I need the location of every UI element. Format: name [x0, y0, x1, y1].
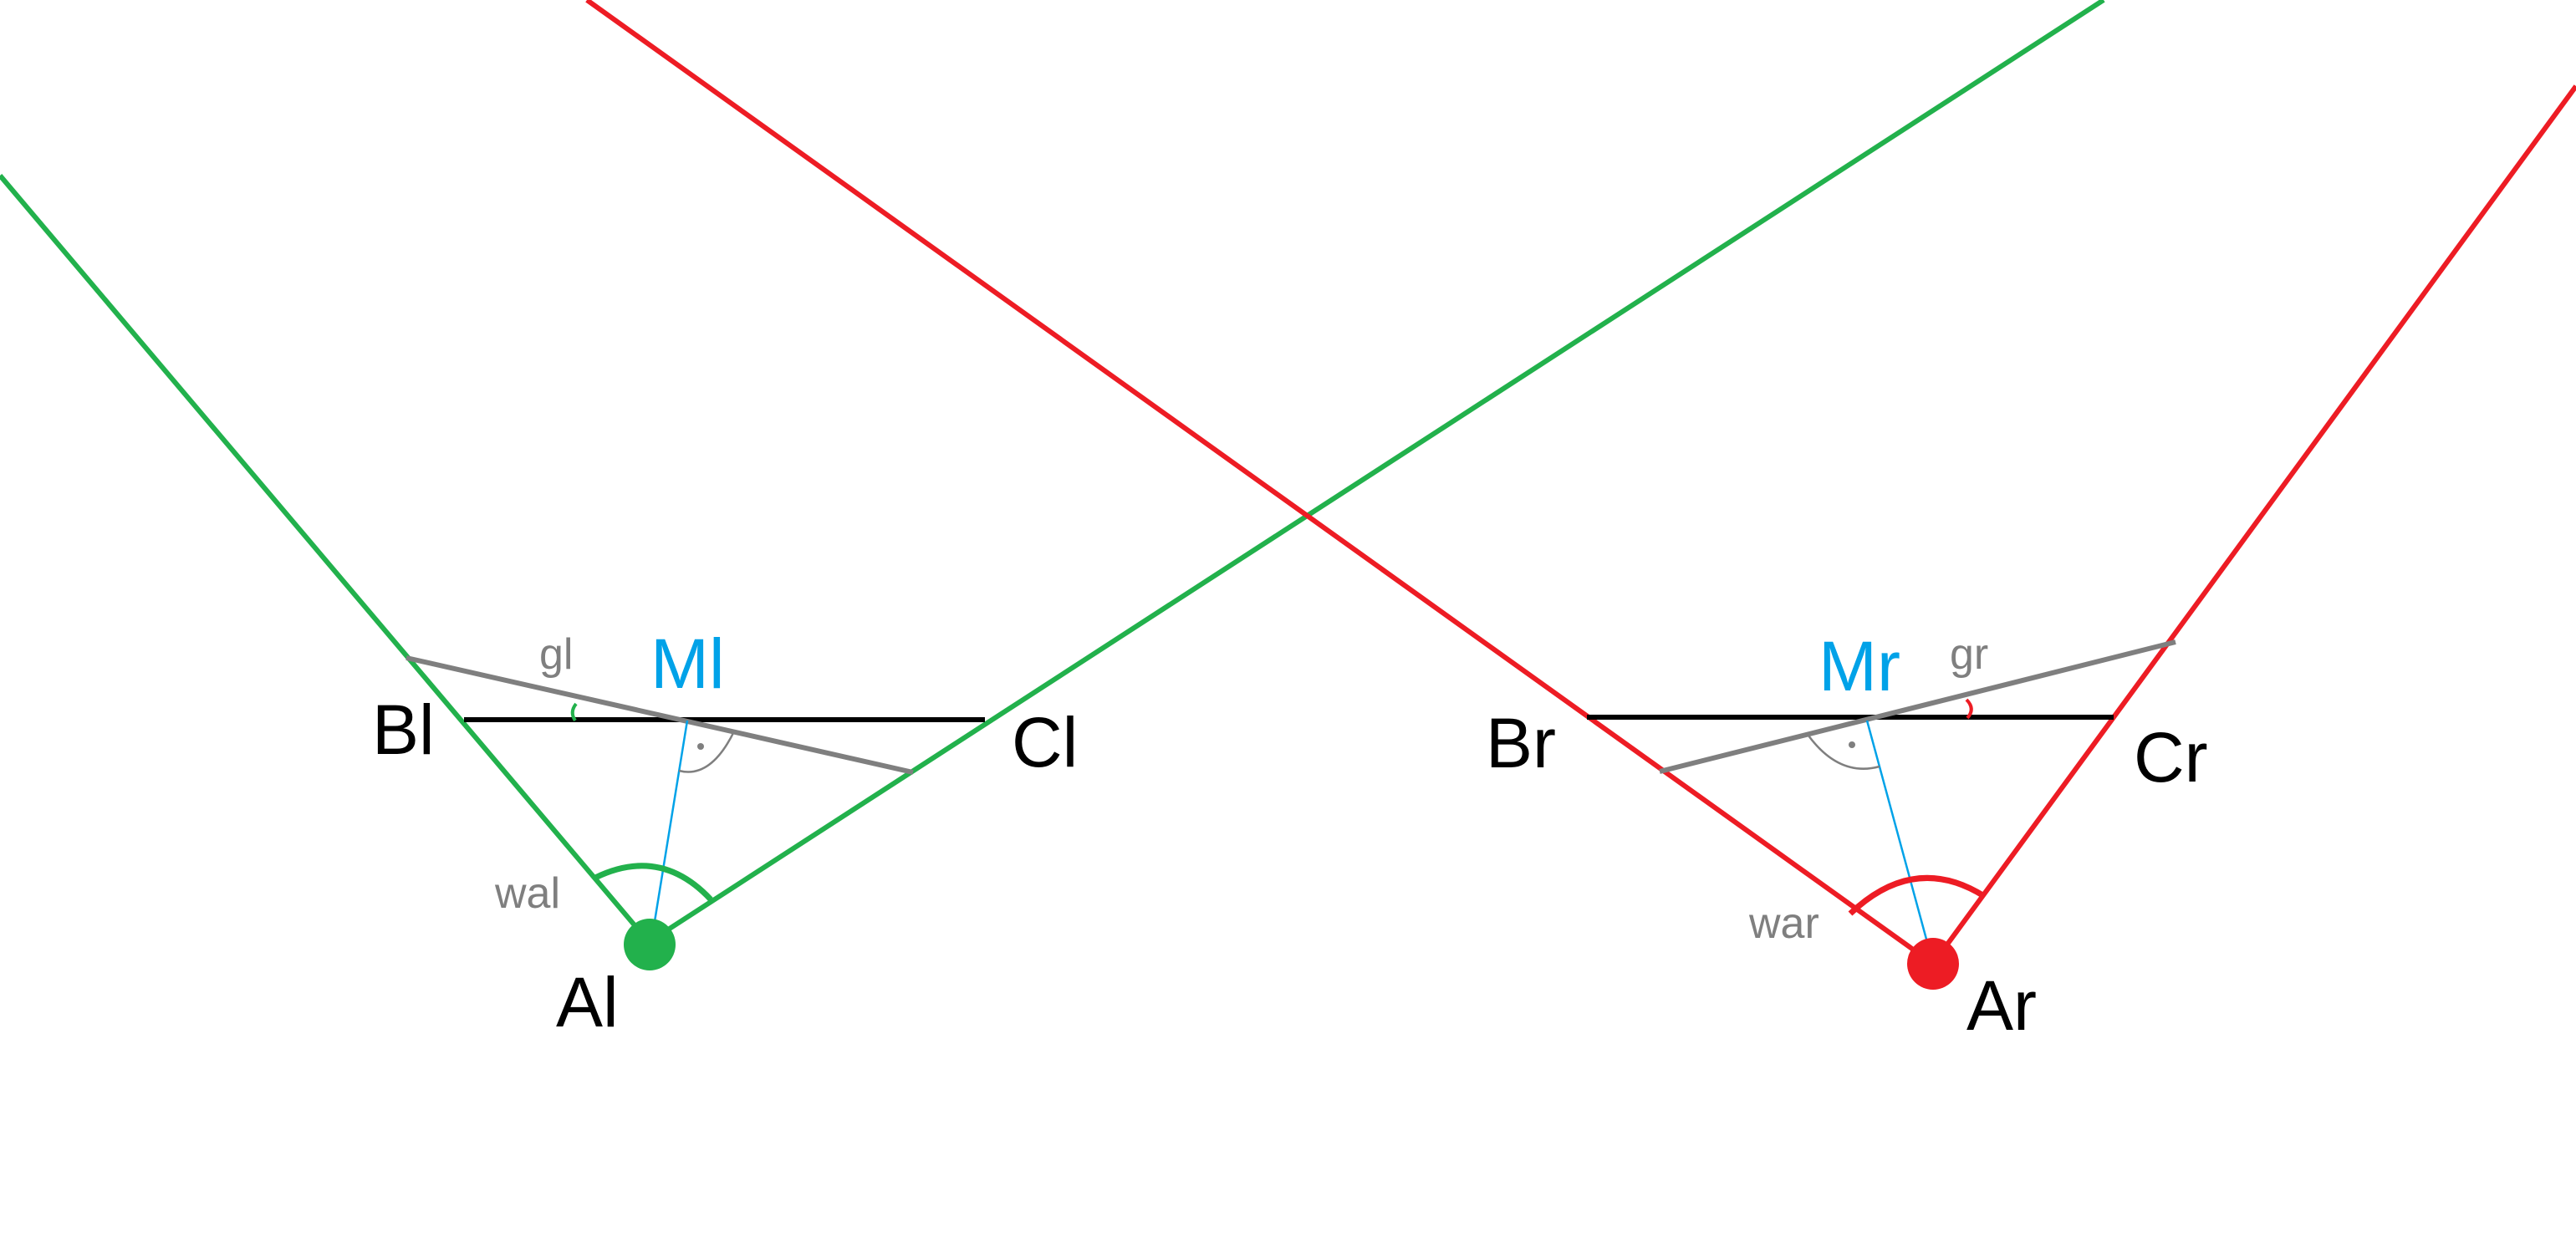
- left-c-label: Cl: [1012, 703, 1078, 782]
- right-tilted-segment: [1659, 639, 2176, 774]
- right-right-angle-dot: [1849, 741, 1855, 748]
- right-right-angle-mark: [1807, 735, 1880, 770]
- left-tilt-angle-label: gl: [539, 630, 573, 679]
- left-configuration: Al Bl Cl Ml wal gl: [0, 0, 2105, 1042]
- left-ray-through-cl: [647, 0, 2105, 945]
- left-right-angle-dot: [697, 743, 704, 750]
- left-apex-angle-arc: [594, 863, 713, 902]
- right-apex-point: [1907, 938, 1959, 990]
- right-apex-angle-arc: [1848, 874, 1986, 916]
- right-ray-through-cr: [1931, 84, 2576, 965]
- left-tilt-angle-arc: [570, 702, 578, 722]
- right-c-label: Cr: [2134, 718, 2208, 797]
- right-perpendicular: [1865, 720, 1935, 965]
- left-apex-label: Al: [556, 963, 619, 1042]
- left-b-label: Bl: [372, 690, 435, 769]
- left-ray-through-bl: [0, 174, 651, 944]
- left-apex-angle-label: wal: [494, 869, 560, 918]
- right-apex-label: Ar: [1966, 966, 2037, 1045]
- right-apex-angle-label: war: [1748, 899, 1819, 948]
- left-right-angle-mark: [678, 731, 736, 773]
- right-b-label: Br: [1486, 704, 1556, 782]
- left-apex-point: [624, 919, 676, 970]
- right-ray-through-br: [585, 0, 1935, 966]
- right-tilt-angle-arc: [1965, 698, 1973, 720]
- left-perpendicular: [650, 720, 689, 943]
- left-mid-label: Ml: [650, 624, 725, 703]
- left-tilted-segment: [406, 655, 914, 775]
- right-mid-label: Mr: [1819, 627, 1900, 705]
- right-configuration: Ar Br Cr Mr war gr: [585, 0, 2576, 1045]
- right-tilt-angle-label: gr: [1950, 630, 1988, 679]
